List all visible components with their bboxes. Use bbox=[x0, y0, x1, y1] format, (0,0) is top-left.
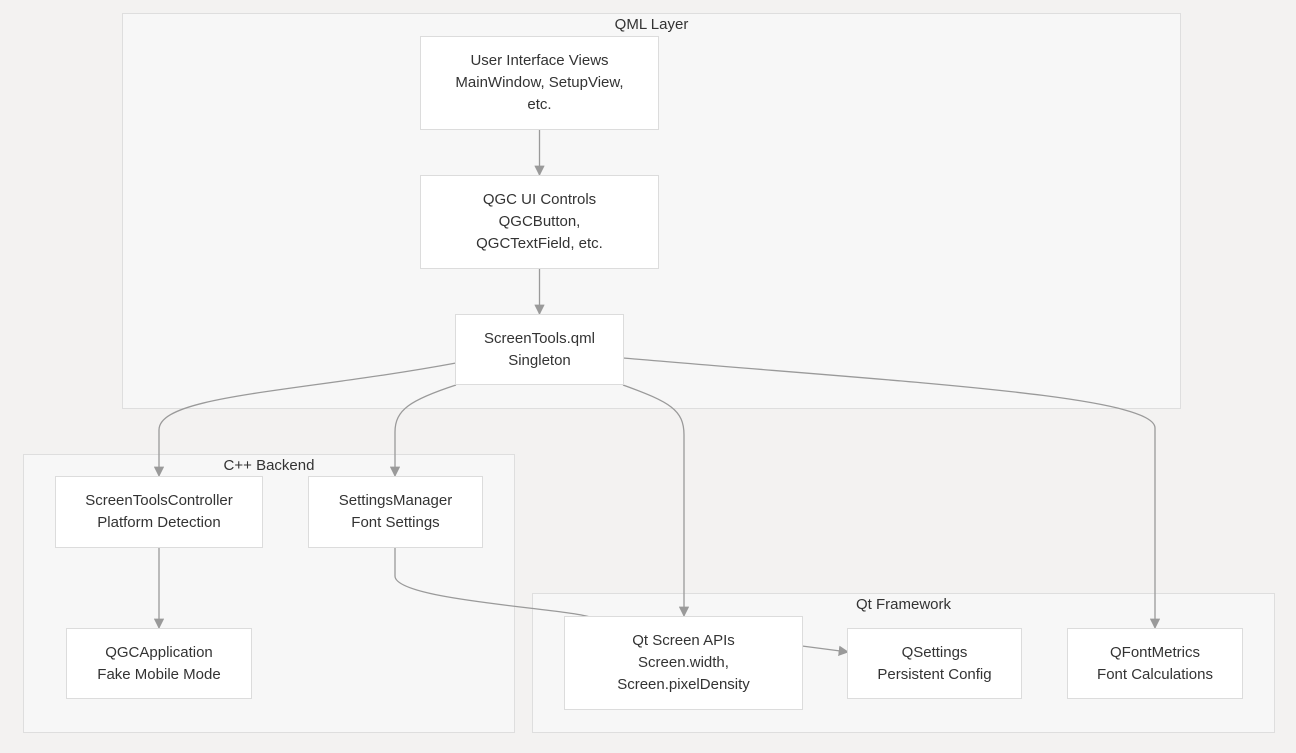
node-qgc-application-line1: QGCApplication bbox=[105, 643, 213, 661]
node-qgc-ui-controls-line1: QGC UI Controls bbox=[482, 191, 597, 208]
node-screentools-controller-line1: ScreenToolsController bbox=[85, 492, 233, 509]
node-settings-manager: SettingsManager Font Settings bbox=[308, 476, 483, 548]
node-qfontmetrics-line2: Font Calculations bbox=[1097, 665, 1213, 683]
node-user-interface-views-line3: etc. bbox=[527, 96, 552, 113]
edge-screentools-to-qt-screen-apis bbox=[622, 384, 690, 618]
node-screentools-controller: ScreenToolsController Platform Detection bbox=[55, 476, 263, 548]
cluster-cpp-backend-label: C++ Backend bbox=[223, 457, 315, 474]
node-user-interface-views-line1: User Interface Views bbox=[470, 52, 609, 69]
node-qt-screen-apis-line3: Screen.pixelDensity bbox=[617, 676, 750, 693]
node-qgc-ui-controls-line3: QGCTextField, etc. bbox=[476, 235, 603, 252]
node-qsettings-line2: Persistent Config bbox=[877, 665, 992, 683]
node-screentools-qml-line1: ScreenTools.qml bbox=[484, 329, 595, 347]
node-qgc-application-line2: Fake Mobile Mode bbox=[97, 665, 221, 683]
node-qfontmetrics-line1: QFontMetrics bbox=[1109, 643, 1200, 661]
node-user-interface-views-line2: MainWindow, SetupView, bbox=[455, 74, 624, 91]
node-settings-manager-line1: SettingsManager bbox=[338, 492, 453, 509]
node-qgc-application: QGCApplication Fake Mobile Mode bbox=[66, 628, 252, 699]
cluster-qml-layer-label: QML Layer bbox=[614, 16, 689, 33]
node-screentools-controller-line2: Platform Detection bbox=[97, 514, 221, 531]
node-qt-screen-apis-line1: Qt Screen APIs bbox=[632, 632, 735, 649]
node-qsettings: QSettings Persistent Config bbox=[847, 628, 1022, 699]
node-qfontmetrics: QFontMetrics Font Calculations bbox=[1067, 628, 1243, 699]
cluster-qt-framework-label: Qt Framework bbox=[855, 596, 951, 613]
node-screentools-qml: ScreenTools.qml Singleton bbox=[455, 314, 624, 385]
node-qsettings-line1: QSettings bbox=[901, 643, 968, 661]
node-settings-manager-line2: Font Settings bbox=[351, 514, 440, 531]
node-qgc-ui-controls-line2: QGCButton, bbox=[498, 213, 581, 230]
node-qt-screen-apis-line2: Screen.width, bbox=[638, 654, 729, 671]
node-user-interface-views: User Interface Views MainWindow, SetupVi… bbox=[420, 36, 659, 130]
node-qt-screen-apis: Qt Screen APIs Screen.width, Screen.pixe… bbox=[564, 616, 803, 710]
node-qgc-ui-controls: QGC UI Controls QGCButton, QGCTextField,… bbox=[420, 175, 659, 269]
node-screentools-qml-line2: Singleton bbox=[508, 351, 571, 369]
